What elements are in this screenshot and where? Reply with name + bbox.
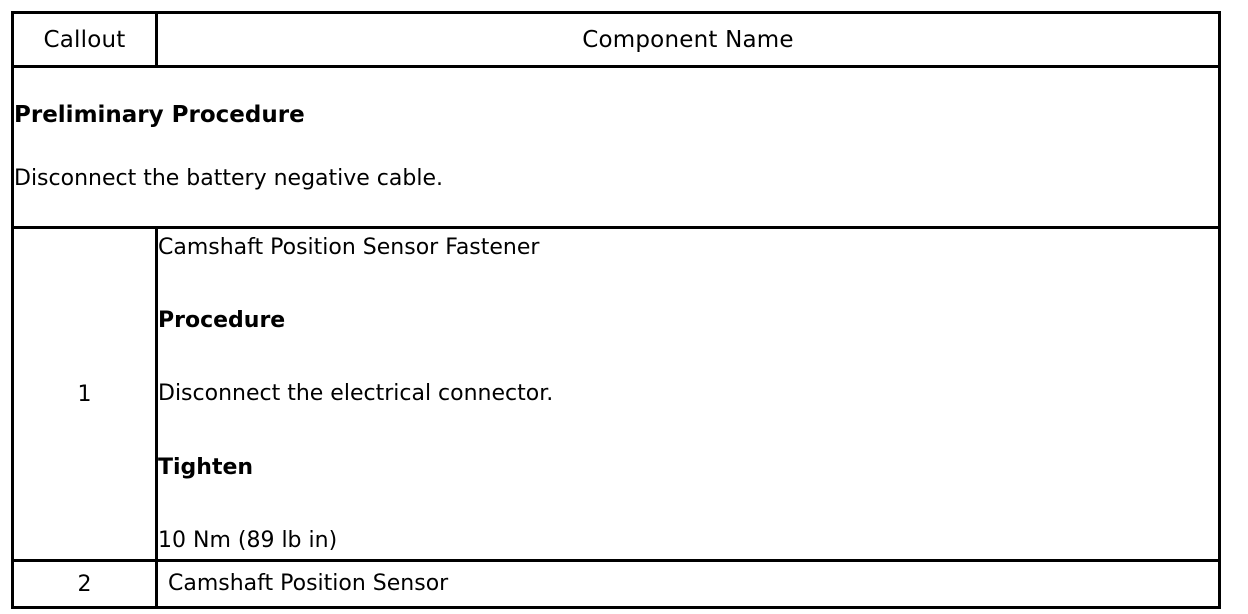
component-table-container: Callout Component Name Preliminary Proce… (11, 11, 1221, 609)
table-row: 1 Camshaft Position Sensor Fastener Proc… (11, 226, 1221, 562)
callout-number-1: 1 (11, 226, 158, 562)
procedure-text-1: Disconnect the electrical connector. (158, 381, 554, 407)
column-header-callout: Callout (11, 11, 158, 68)
tighten-label-1: Tighten (158, 454, 254, 480)
preliminary-procedure-title: Preliminary Procedure (14, 101, 305, 128)
column-header-component-name: Component Name (155, 11, 1221, 68)
preliminary-procedure-cell: Preliminary Procedure Disconnect the bat… (11, 65, 1221, 229)
component-detail-cell-1: Camshaft Position Sensor Fastener Proced… (155, 226, 1221, 562)
table-row: 2 Camshaft Position Sensor (11, 559, 1221, 609)
table-header-row: Callout Component Name (11, 11, 1221, 68)
callout-number-2: 2 (11, 559, 158, 609)
tighten-value-1: 10 Nm (89 lb in) (158, 527, 338, 553)
component-detail-cell-2: Camshaft Position Sensor (155, 559, 1221, 609)
component-name-2: Camshaft Position Sensor (168, 571, 449, 597)
procedure-label-1: Procedure (158, 308, 286, 334)
component-table: Callout Component Name Preliminary Proce… (11, 11, 1221, 609)
preliminary-procedure-row: Preliminary Procedure Disconnect the bat… (11, 65, 1221, 229)
component-name-1: Camshaft Position Sensor Fastener (158, 234, 540, 260)
preliminary-procedure-text: Disconnect the battery negative cable. (14, 166, 443, 191)
